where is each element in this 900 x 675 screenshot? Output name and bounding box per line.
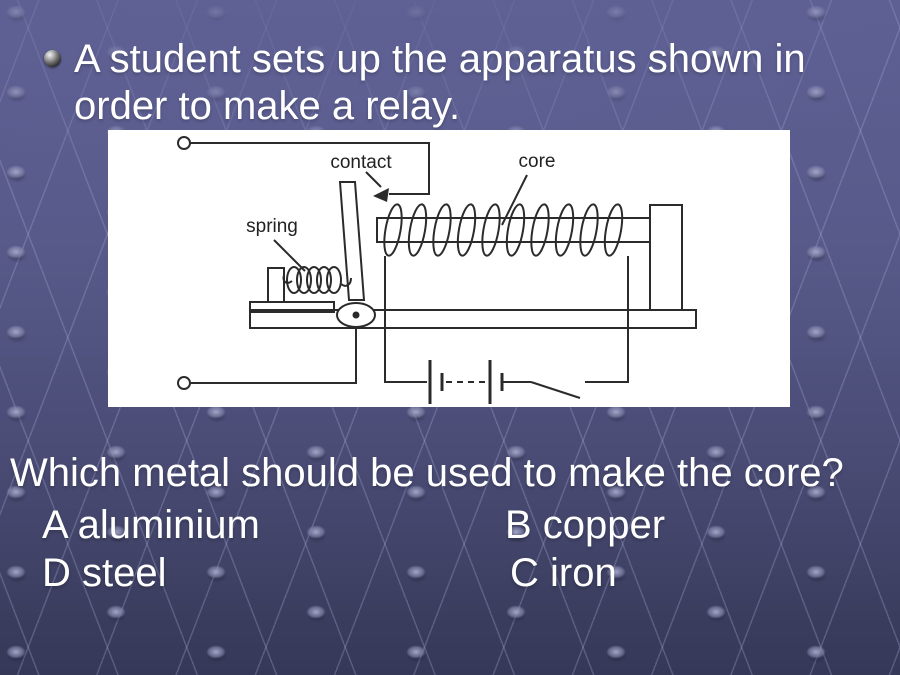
- bullet-text: A student sets up the apparatus shown in…: [74, 37, 806, 128]
- option-d: D steel: [42, 551, 167, 595]
- switch-blade: [530, 381, 581, 399]
- coil-right-wire: [585, 256, 629, 383]
- option-b: B copper: [505, 503, 666, 547]
- core-label-line: [501, 174, 528, 226]
- relay-diagram-svg: contact core spring: [177, 136, 697, 404]
- bullet-sphere-icon: [44, 50, 61, 67]
- battery: [428, 360, 504, 404]
- bracket-post: [267, 267, 285, 303]
- relay-diagram: contact core spring: [108, 130, 790, 407]
- right-support: [649, 204, 683, 311]
- spring-label-line: [273, 239, 306, 272]
- option-c: C iron: [510, 551, 617, 595]
- top-terminal: [177, 136, 191, 150]
- core-bar: [376, 217, 651, 243]
- coil: [383, 203, 624, 257]
- question-text: Which metal should be used to make the c…: [10, 451, 844, 495]
- lower-wire: [191, 327, 357, 384]
- base-bar: [249, 309, 697, 329]
- pivot-dot: [352, 311, 360, 319]
- contact-label-line: [365, 171, 382, 188]
- option-a: A aluminium: [42, 503, 260, 547]
- bullet-item: A student sets up the apparatus shown in…: [44, 36, 844, 130]
- contact-label: contact: [330, 152, 392, 173]
- contact-arrowhead-icon: [373, 188, 389, 202]
- spring-label: spring: [246, 216, 298, 237]
- spring-coil: [282, 266, 352, 294]
- core-label: core: [519, 151, 556, 172]
- coil-left-wire: [384, 256, 427, 383]
- armature: [338, 181, 366, 301]
- contact-wire: [190, 142, 430, 195]
- bottom-terminal: [177, 376, 191, 390]
- bracket-foot: [249, 301, 335, 313]
